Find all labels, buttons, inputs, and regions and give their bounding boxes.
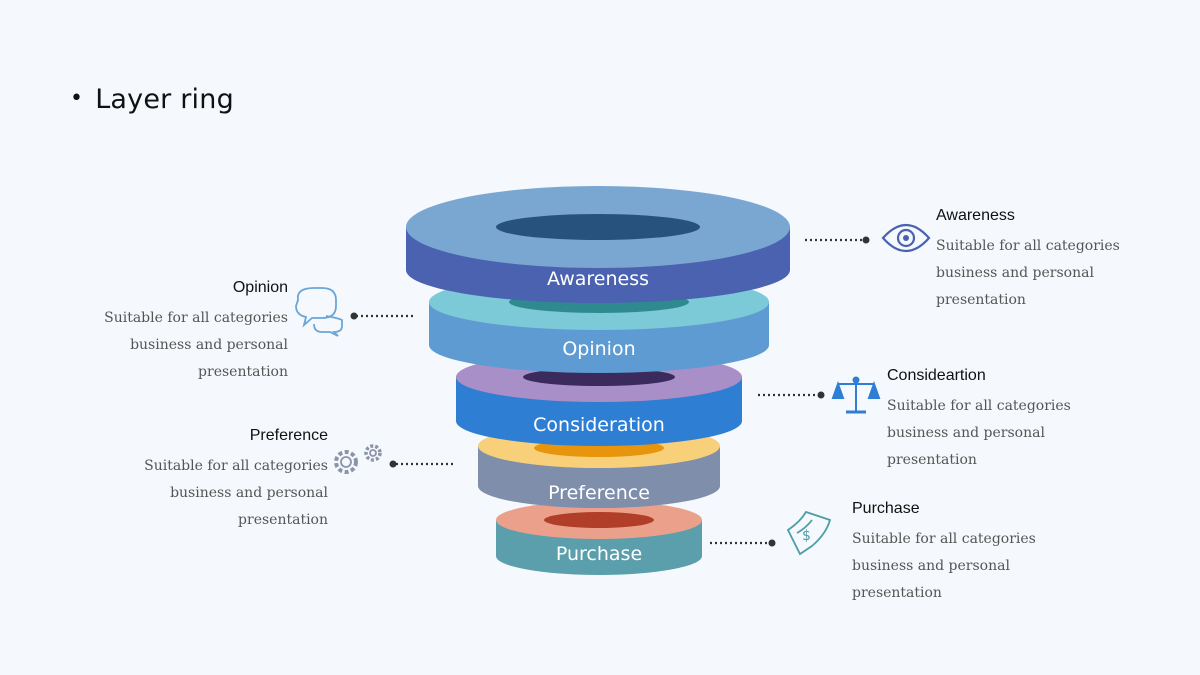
callout-purchase: Purchase Suitable for all categories bus…	[852, 500, 1036, 607]
scales-icon	[831, 376, 881, 414]
ring-label-preference: Preference	[548, 482, 650, 504]
ring-label-awareness: Awareness	[547, 268, 649, 290]
callout-title: Purchase	[852, 500, 920, 517]
connector-purchase	[710, 539, 776, 547]
callout-consideration: Consideartion Suitable for all categorie…	[887, 367, 1071, 474]
ring-label-consideration: Consideration	[533, 414, 665, 436]
ring-label-purchase: Purchase	[556, 543, 642, 565]
callout-title: Opinion	[232, 279, 288, 296]
ring-label-opinion: Opinion	[562, 338, 635, 360]
connector-awareness	[805, 236, 870, 244]
ring-awareness: Awareness	[406, 186, 790, 303]
slide-title: •Layer ring	[70, 84, 234, 115]
callout-opinion: Opinion Suitable for all categories busi…	[88, 279, 288, 386]
callout-body: Suitable for all categories business and…	[887, 398, 1071, 468]
bullet-icon: •	[70, 86, 84, 111]
connector-consideration	[758, 391, 825, 399]
speech-bubbles-icon	[295, 287, 343, 337]
callout-preference: Preference Suitable for all categories b…	[128, 427, 328, 534]
callout-awareness: Awareness Suitable for all categories bu…	[936, 207, 1120, 314]
callout-body: Suitable for all categories business and…	[936, 238, 1120, 308]
callout-body: Suitable for all categories business and…	[104, 310, 288, 380]
callout-body: Suitable for all categories business and…	[144, 458, 328, 528]
callout-body: Suitable for all categories business and…	[852, 531, 1036, 601]
eye-icon	[881, 223, 931, 253]
callout-title: Awareness	[936, 207, 1015, 224]
svg-text:$: $	[802, 528, 811, 544]
ring-purchase: Purchase	[496, 501, 702, 575]
callout-title: Preference	[249, 427, 328, 444]
callout-title: Consideartion	[887, 367, 986, 384]
connector-preference	[389, 460, 456, 468]
money-icon: $	[786, 510, 832, 556]
gears-icon	[334, 444, 382, 474]
connector-opinion	[350, 312, 416, 320]
